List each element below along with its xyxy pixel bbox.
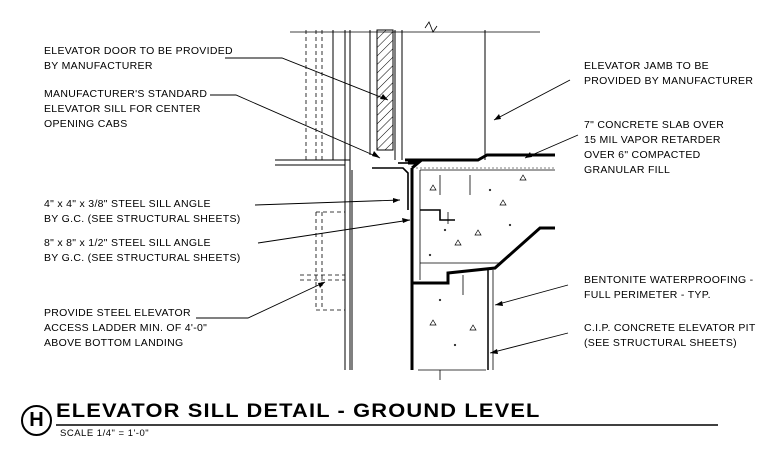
sill-angles	[372, 162, 455, 221]
note-elevator-sill: MANUFACTURER'S STANDARD ELEVATOR SILL FO…	[44, 88, 208, 130]
detail-scale: SCALE 1/4" = 1'-0"	[60, 428, 150, 439]
note-access-ladder: PROVIDE STEEL ELEVATOR ACCESS LADDER MIN…	[44, 307, 208, 349]
note-bentonite-waterproofing: BENTONITE WATERPROOFING - FULL PERIMETER…	[584, 274, 754, 301]
concrete-aggregate	[428, 174, 527, 347]
note-elevator-door: ELEVATOR DOOR TO BE PROVIDED BY MANUFACT…	[44, 45, 233, 72]
note-steel-sill-angle-4in: 4" x 4" x 3/8" STEEL SILL ANGLE BY G.C. …	[44, 198, 241, 225]
elevator-door	[376, 29, 394, 151]
leader-lines	[196, 57, 579, 354]
leader-arrowheads	[318, 94, 532, 354]
shaft-wall	[275, 30, 486, 370]
note-concrete-pit: C.I.P. CONCRETE ELEVATOR PIT (SEE STRUCT…	[584, 322, 756, 349]
detail-id-badge: H	[21, 405, 52, 436]
anchors	[439, 175, 471, 295]
break-lines	[290, 21, 540, 380]
note-concrete-slab: 7" CONCRETE SLAB OVER 15 MIL VAPOR RETAR…	[584, 119, 725, 176]
hidden-lines	[300, 30, 345, 311]
note-steel-sill-angle-8in: 8" x 8" x 1/2" STEEL SILL ANGLE BY G.C. …	[44, 237, 241, 264]
note-elevator-jamb: ELEVATOR JAMB TO BE PROVIDED BY MANUFACT…	[584, 60, 754, 87]
detail-title: ELEVATOR SILL DETAIL - GROUND LEVEL	[56, 401, 541, 422]
slab-pit-outline	[405, 153, 555, 370]
